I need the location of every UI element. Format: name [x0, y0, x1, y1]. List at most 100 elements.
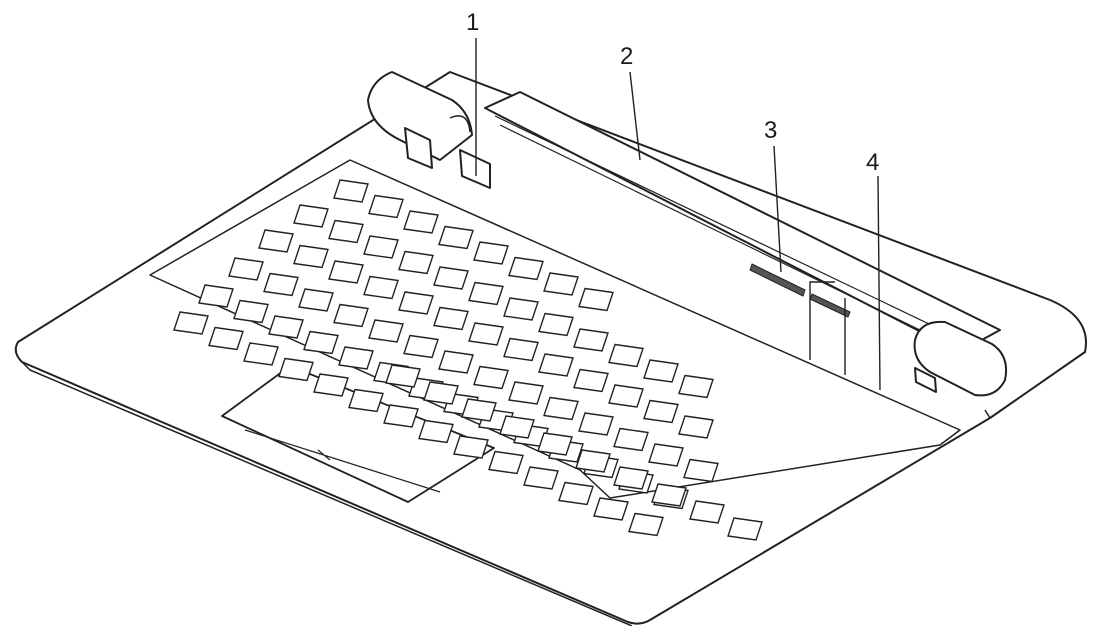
- key: [543, 272, 579, 296]
- key: [328, 219, 364, 244]
- key: [398, 250, 434, 275]
- key: [523, 466, 559, 490]
- leader-4c: [809, 281, 835, 360]
- key: [468, 281, 504, 306]
- key: [678, 374, 714, 399]
- callout-label-4: 4: [866, 149, 879, 176]
- key: [268, 315, 304, 339]
- key: [333, 303, 369, 328]
- callout-labels: 1 2 3 4: [466, 9, 879, 176]
- key: [643, 399, 679, 424]
- key: [433, 266, 469, 290]
- key: [298, 288, 334, 312]
- key: [293, 204, 329, 228]
- latch: [459, 149, 491, 189]
- key: [537, 432, 573, 456]
- key: [538, 312, 574, 337]
- key: [573, 328, 609, 352]
- key: [328, 260, 364, 284]
- key: [278, 357, 314, 382]
- key: [423, 381, 459, 405]
- key: [293, 244, 329, 269]
- key: [558, 481, 594, 506]
- key: [228, 257, 264, 281]
- key: [461, 398, 497, 422]
- key: [303, 330, 339, 355]
- callout-leaders: [475, 38, 881, 391]
- key: [503, 297, 539, 321]
- key: [363, 235, 399, 259]
- hinge-bar: [484, 91, 1001, 353]
- key: [689, 500, 725, 524]
- key: [488, 450, 524, 475]
- right-hinge-clip: [914, 367, 937, 393]
- key: [258, 229, 294, 253]
- key-grid: [173, 179, 763, 541]
- touchpad-button-line: [244, 429, 441, 493]
- key: [453, 435, 489, 459]
- key: [473, 241, 509, 265]
- key: [173, 311, 209, 335]
- dock-body: [14, 71, 1087, 626]
- key: [613, 466, 649, 490]
- leader-4a: [877, 175, 881, 391]
- left-hinge-detail: [449, 115, 471, 133]
- key: [233, 299, 269, 324]
- left-hinge: [367, 71, 473, 161]
- callout-label-2: 2: [620, 43, 633, 70]
- key: [418, 419, 454, 444]
- key: [593, 497, 629, 521]
- key: [348, 388, 384, 413]
- key: [385, 364, 421, 388]
- key: [383, 404, 419, 428]
- key: [613, 427, 649, 452]
- key: [468, 322, 504, 346]
- key: [368, 319, 404, 343]
- key: [398, 291, 434, 315]
- key: [208, 326, 244, 351]
- key: [573, 368, 609, 393]
- left-hinge-clip: [404, 127, 433, 169]
- hinge-bar-groove: [494, 115, 976, 353]
- key: [363, 275, 399, 300]
- key: [543, 396, 579, 421]
- key: [651, 483, 687, 507]
- key: [648, 443, 684, 467]
- right-hinge: [913, 320, 1008, 397]
- key: [438, 350, 474, 374]
- keyboard-well: [149, 159, 961, 499]
- key: [403, 210, 439, 234]
- key: [727, 517, 763, 541]
- key: [433, 306, 469, 331]
- key: [538, 353, 574, 377]
- key: [578, 287, 614, 312]
- key: [338, 346, 374, 370]
- key: [243, 342, 279, 366]
- key: [608, 384, 644, 408]
- leader-3: [773, 145, 782, 273]
- key: [333, 179, 369, 203]
- key: [578, 412, 614, 436]
- key: [508, 256, 544, 281]
- key: [678, 415, 714, 439]
- key: [313, 373, 349, 397]
- key: [438, 225, 474, 250]
- touchpad: [221, 365, 495, 503]
- key: [403, 334, 439, 359]
- key: [643, 359, 679, 383]
- deck-outline: [14, 71, 1087, 625]
- leader-2: [629, 71, 641, 161]
- callout-label-3: 3: [764, 117, 777, 144]
- key: [508, 381, 544, 405]
- connector: [749, 263, 806, 297]
- key: [628, 512, 664, 537]
- key: [503, 337, 539, 362]
- key: [368, 194, 404, 219]
- key: [263, 272, 299, 297]
- key: [683, 458, 719, 483]
- key: [608, 343, 644, 368]
- key: [473, 365, 509, 390]
- callout-label-1: 1: [466, 9, 479, 36]
- front-edge: [21, 361, 991, 626]
